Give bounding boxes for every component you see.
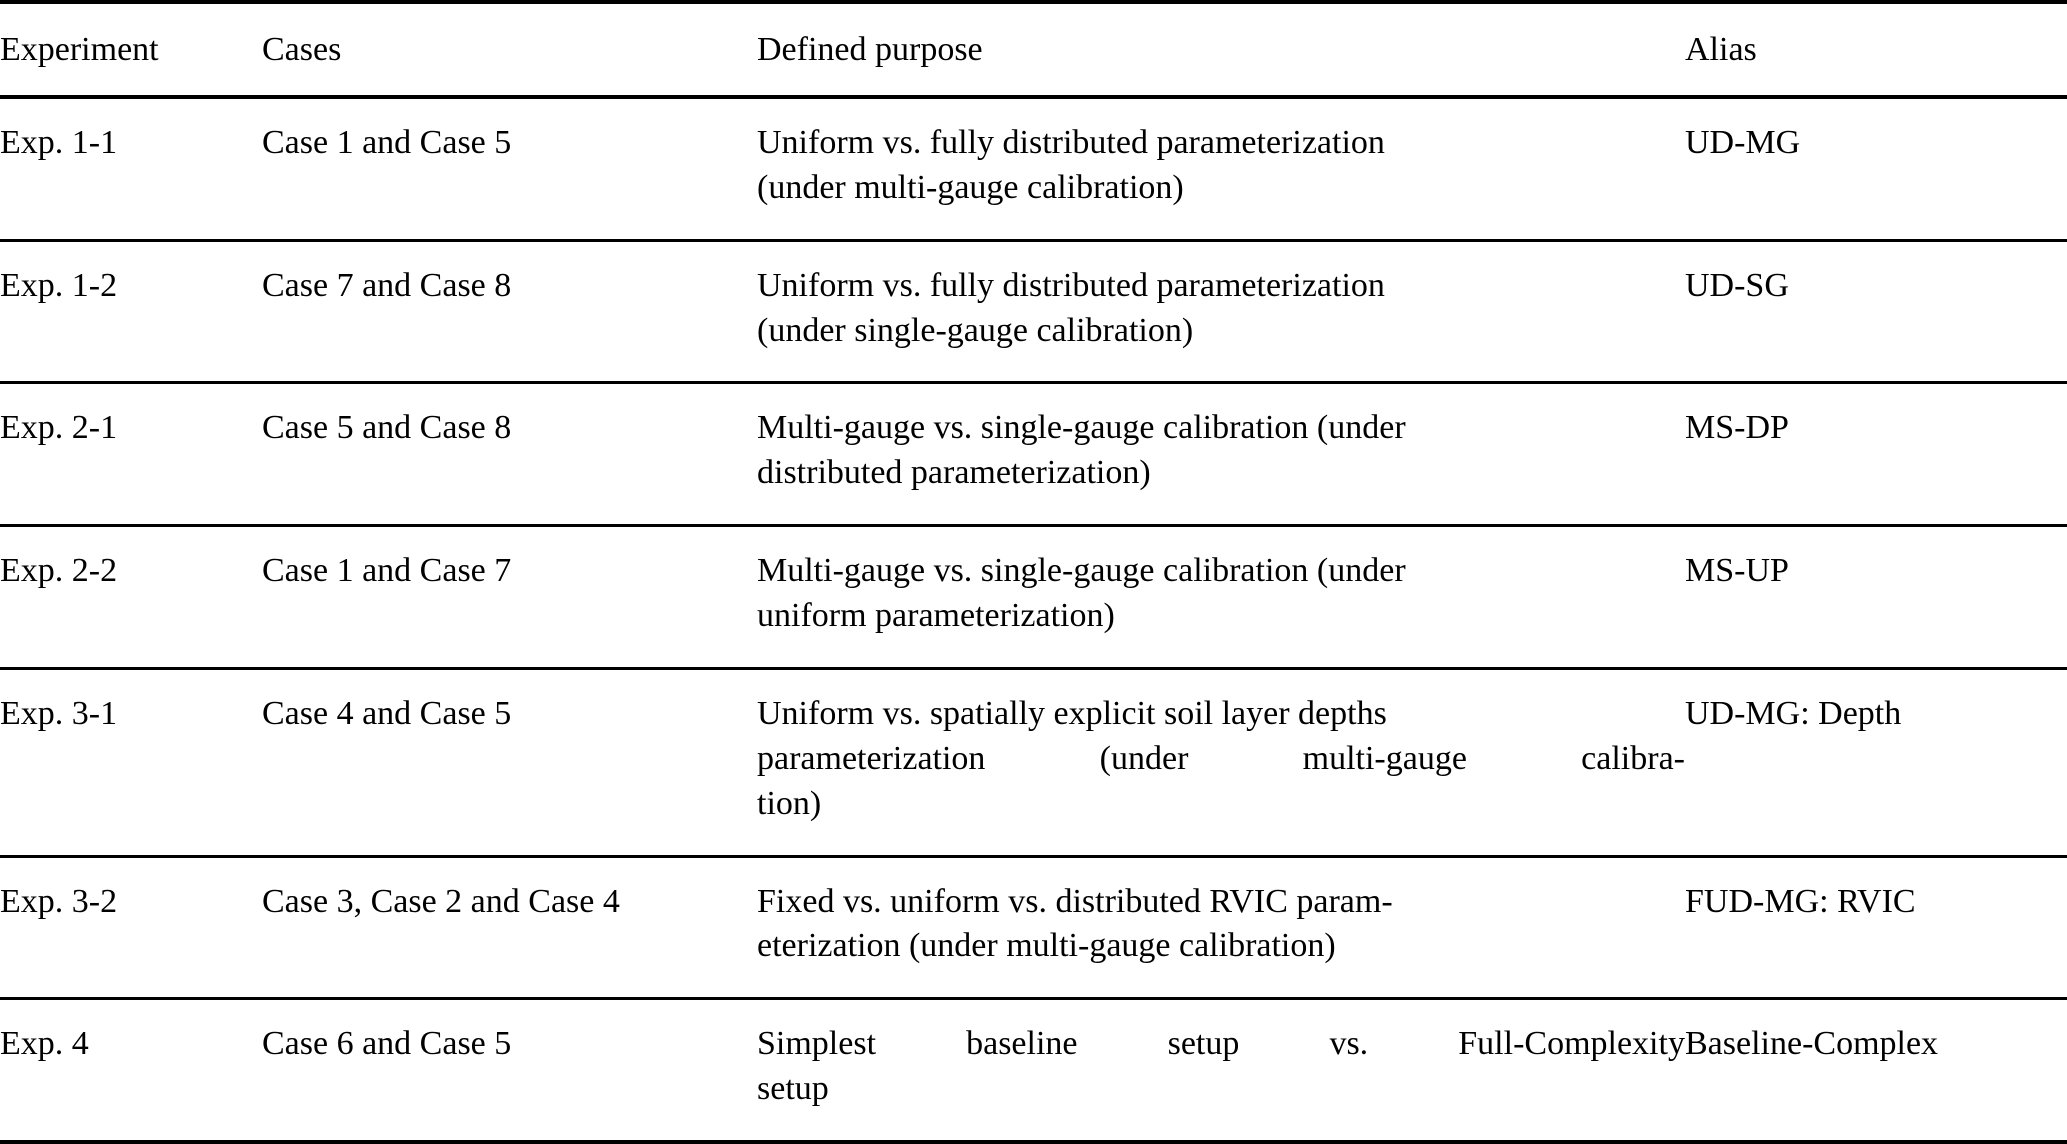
cell-purpose: Simplest baseline setup vs. Full-Complex… [757,998,1685,1144]
table-header: Experiment Cases Defined purpose Alias [0,0,2067,99]
purpose-word: setup [1167,1025,1240,1063]
cell-purpose: Uniform vs. fully distributed parameteri… [757,96,1685,242]
cell-experiment: Exp. 3-1 [0,668,262,858]
purpose-text: Uniform vs. fully distributed parameteri… [757,121,1685,211]
cell-experiment: Exp. 3-2 [0,856,262,1001]
cell-cases: Case 7 and Case 8 [262,240,757,385]
column-header-cases: Cases [262,0,757,99]
cell-purpose: Uniform vs. spatially explicit soil laye… [757,668,1685,858]
table-row: Exp. 2-1 Case 5 and Case 8 Multi-gauge v… [0,382,2067,528]
cell-alias: MS-DP [1685,382,2067,528]
table-row: Exp. 1-1 Case 1 and Case 5 Uniform vs. f… [0,96,2067,242]
cell-cases: Case 1 and Case 5 [262,96,757,242]
purpose-text: Uniform vs. spatially explicit soil laye… [757,692,1685,827]
purpose-line: setup [757,1070,829,1108]
table-row: Exp. 3-1 Case 4 and Case 5 Uniform vs. s… [0,668,2067,858]
cell-alias: UD-SG [1685,240,2067,385]
table-row: Exp. 4 Case 6 and Case 5 Simplest baseli… [0,998,2067,1144]
purpose-word: Full-Complexity [1458,1025,1685,1063]
purpose-word: parameterization [757,739,986,777]
cell-purpose: Uniform vs. fully distributed parameteri… [757,240,1685,385]
purpose-line: parameterization (under multi-gauge cali… [757,737,1685,782]
purpose-word: multi-gauge [1302,739,1467,777]
cell-alias: FUD-MG: RVIC [1685,856,2067,1001]
purpose-line: distributed parameterization) [757,454,1151,492]
column-header-alias: Alias [1685,0,2067,99]
cell-experiment: Exp. 2-2 [0,525,262,670]
purpose-word: baseline [966,1025,1078,1063]
purpose-text: Multi-gauge vs. single-gauge calibration… [757,406,1685,496]
column-header-purpose: Defined purpose [757,0,1685,99]
cell-alias: UD-MG: Depth [1685,668,2067,858]
cell-purpose: Multi-gauge vs. single-gauge calibration… [757,525,1685,670]
purpose-line: tion) [757,784,822,822]
purpose-word: vs. [1329,1025,1369,1063]
purpose-line: (under single-gauge calibration) [757,311,1194,349]
purpose-line: Multi-gauge vs. single-gauge calibration… [757,409,1406,447]
table-row: Exp. 2-2 Case 1 and Case 7 Multi-gauge v… [0,525,2067,670]
cell-experiment: Exp. 2-1 [0,382,262,528]
purpose-word: (under [1099,739,1189,777]
cell-experiment: Exp. 1-1 [0,96,262,242]
cell-cases: Case 1 and Case 7 [262,525,757,670]
purpose-word: calibra- [1581,739,1685,777]
cell-cases: Case 5 and Case 8 [262,382,757,528]
purpose-line: Uniform vs. spatially explicit soil laye… [757,694,1387,732]
purpose-line: Simplest baseline setup vs. Full-Complex… [757,1022,1685,1067]
table-row: Exp. 1-2 Case 7 and Case 8 Uniform vs. f… [0,240,2067,385]
purpose-text: Fixed vs. uniform vs. distributed RVIC p… [757,880,1685,970]
table-body: Exp. 1-1 Case 1 and Case 5 Uniform vs. f… [0,96,2067,1144]
purpose-line: uniform parameterization) [757,597,1115,634]
purpose-line: eterization (under multi-gauge calibrati… [757,927,1336,965]
purpose-word: Simplest [757,1025,877,1063]
purpose-line: Multi-gauge vs. single-gauge calibration… [757,552,1406,590]
purpose-line: Uniform vs. fully distributed parameteri… [757,266,1385,304]
cell-alias: Baseline-Complex [1685,998,2067,1144]
cell-cases: Case 3, Case 2 and Case 4 [262,856,757,1001]
purpose-line: Fixed vs. uniform vs. distributed RVIC p… [757,882,1393,920]
purpose-line: Uniform vs. fully distributed parameteri… [757,123,1385,161]
cell-alias: MS-UP [1685,525,2067,670]
column-header-experiment: Experiment [0,0,262,99]
table-row: Exp. 3-2 Case 3, Case 2 and Case 4 Fixed… [0,856,2067,1001]
cell-experiment: Exp. 4 [0,998,262,1144]
cell-purpose: Multi-gauge vs. single-gauge calibration… [757,382,1685,528]
purpose-text: Simplest baseline setup vs. Full-Complex… [757,1022,1685,1112]
purpose-text: Multi-gauge vs. single-gauge calibration… [757,549,1685,639]
cell-alias: UD-MG [1685,96,2067,242]
header-row: Experiment Cases Defined purpose Alias [0,0,2067,99]
purpose-line: (under multi-gauge calibration) [757,168,1184,206]
cell-cases: Case 6 and Case 5 [262,998,757,1144]
cell-purpose: Fixed vs. uniform vs. distributed RVIC p… [757,856,1685,1001]
purpose-text: Uniform vs. fully distributed parameteri… [757,264,1685,354]
cell-experiment: Exp. 1-2 [0,240,262,385]
cell-cases: Case 4 and Case 5 [262,668,757,858]
